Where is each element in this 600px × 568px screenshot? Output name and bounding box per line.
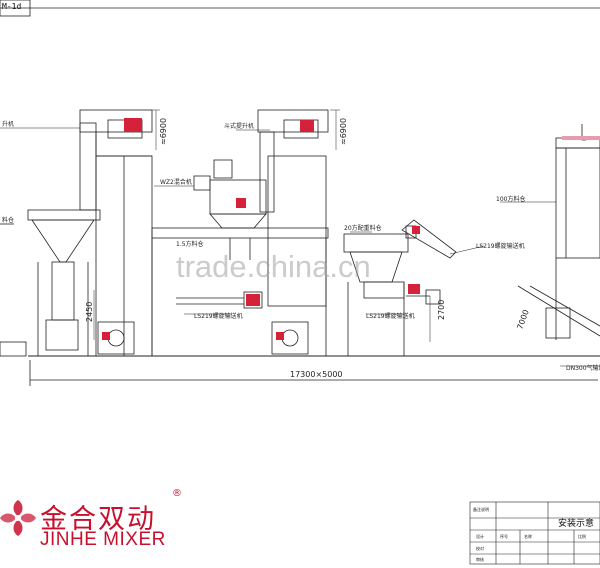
- silo-top-accent: [562, 136, 600, 140]
- silo: [517, 124, 600, 340]
- dim-7000: 7000: [515, 308, 530, 330]
- title-block: [469, 501, 600, 565]
- dim-height-right: ≈6900: [339, 118, 348, 145]
- dimension-marks: [93, 109, 431, 342]
- label-silo: 100方料仓: [496, 195, 525, 203]
- label-hopper-mid: 1.5方料仓: [176, 240, 204, 248]
- motor-right-elevator: [300, 120, 314, 132]
- brand-name-cn: 金合双动: [40, 504, 156, 535]
- title-cell: 审核: [476, 557, 484, 562]
- dim-2450: 2450: [85, 302, 94, 322]
- title-cell: 序号: [500, 534, 508, 539]
- motor-discharge-left: [102, 332, 110, 340]
- motor-left-screw: [246, 294, 260, 306]
- code-box: [0, 0, 31, 17]
- title-cell: 设计: [476, 534, 484, 539]
- label-elev-right: 斗式提升机: [224, 122, 254, 130]
- motor-mixer: [236, 198, 246, 208]
- watermark: trade.china.cn: [176, 249, 371, 284]
- title-cell: 比例: [578, 534, 586, 539]
- label-elev-left: 升机: [2, 120, 14, 128]
- label-screw-right: LS219螺旋输送机: [476, 242, 525, 250]
- right-elevator: [257, 109, 329, 307]
- inclined-screw: [401, 219, 457, 259]
- drawing-code: M-1d: [2, 2, 22, 11]
- title-cell: 名称: [524, 534, 532, 539]
- motor-incline: [412, 226, 420, 234]
- dim-height-left: ≈6900: [159, 118, 168, 145]
- brand-registered-mark: ®: [172, 488, 182, 499]
- mixer: [193, 159, 267, 229]
- leader-lines: [0, 127, 600, 367]
- left-hopper: [27, 209, 101, 356]
- dim-2700: 2700: [437, 300, 446, 320]
- middle-bin: [343, 233, 441, 356]
- left-equipment: [0, 341, 27, 357]
- label-screw-left: LS219螺旋输送机: [194, 312, 243, 320]
- label-hopper-left: 料仓: [2, 216, 14, 224]
- brand-name-en: JINHE MIXER: [40, 529, 166, 550]
- title-block-title: 安装示意: [558, 519, 595, 529]
- label-pump: DN300气输送泵: [566, 364, 600, 372]
- brand-logo-icon: [0, 500, 36, 536]
- motor-middle: [408, 284, 420, 294]
- title-cell: 备注说明: [473, 507, 489, 512]
- left-screw-conveyor: [176, 291, 263, 309]
- dim-total: 17300×5000: [290, 370, 343, 379]
- motor-discharge-right: [276, 332, 284, 340]
- title-cell: 校对: [476, 546, 484, 551]
- label-mixer: WZ2混合机: [160, 178, 192, 186]
- motor-left-elevator: [124, 118, 142, 132]
- label-screw-mid: LS219螺旋输送机: [366, 312, 415, 320]
- label-bin-mid: 20方配重料仓: [344, 224, 382, 232]
- motors: [102, 118, 420, 340]
